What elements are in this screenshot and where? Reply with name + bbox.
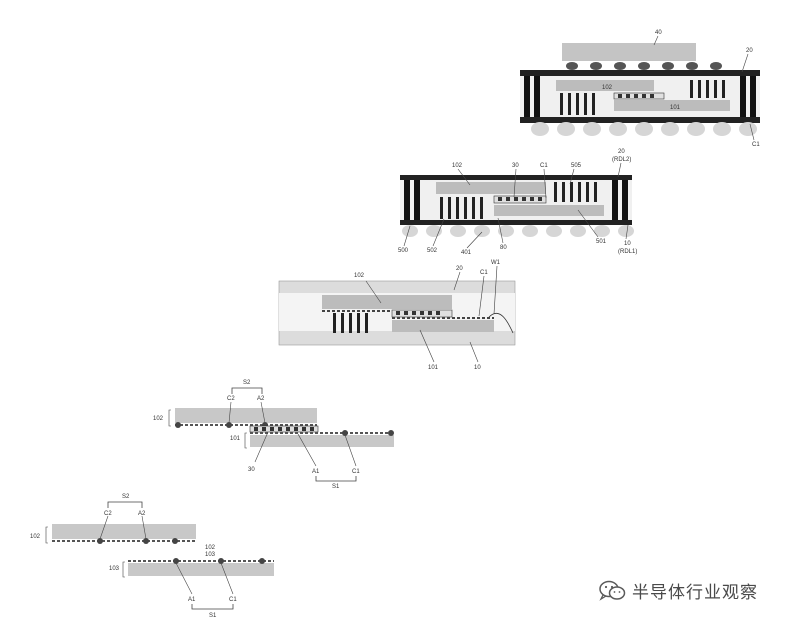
die-101 <box>392 320 494 332</box>
label-401: 401 <box>461 250 472 256</box>
label-s2: S2 <box>122 494 130 500</box>
label-10: 10 <box>624 241 631 247</box>
label-s1: S1 <box>209 613 217 619</box>
label-102-right: 102 <box>205 545 216 551</box>
die-101 <box>494 205 604 216</box>
label-c1: C1 <box>480 270 488 276</box>
label-502: 502 <box>427 248 438 254</box>
wire-w1 <box>488 312 514 334</box>
rdl2-layer <box>400 175 632 180</box>
label-103: 103 <box>109 566 120 572</box>
label-20: 20 <box>746 48 753 54</box>
label-501: 501 <box>596 239 607 245</box>
die-101 <box>128 563 274 576</box>
die-102 <box>556 80 654 91</box>
label-102-inner: 102 <box>602 85 613 91</box>
label-101-inner: 101 <box>670 105 681 111</box>
label-80: 80 <box>500 245 507 251</box>
stage-3-embedded-package: 102 20 C1 W1 101 10 <box>278 260 516 371</box>
stage-4-rdl-package: 102 30 C1 505 20 (RDL2) 500 502 401 80 5… <box>398 149 637 256</box>
rdl1-layer <box>400 220 632 225</box>
label-a2: A2 <box>257 396 265 402</box>
wechat-logo-icon <box>599 580 626 601</box>
stage-2-bonded-dies: S2 C2 A2 102 101 30 A1 C1 S1 <box>153 380 394 490</box>
die-101 <box>614 100 730 111</box>
label-505: 505 <box>571 163 582 169</box>
label-c2: C2 <box>227 396 235 402</box>
label-102: 102 <box>452 163 463 169</box>
label-101: 101 <box>428 365 439 371</box>
label-30: 30 <box>512 163 519 169</box>
die-102 <box>322 295 452 309</box>
label-rdl1: (RDL1) <box>618 249 637 255</box>
label-c1: C1 <box>352 469 360 475</box>
die-102 <box>52 524 196 539</box>
label-20: 20 <box>618 149 625 155</box>
label-101: 101 <box>230 436 241 442</box>
die-102 <box>436 182 546 194</box>
label-w1: W1 <box>491 260 501 266</box>
watermark: 半导体行业观察 <box>598 578 758 603</box>
label-a1: A1 <box>188 597 196 603</box>
top-chip-40 <box>562 43 696 61</box>
label-500: 500 <box>398 248 409 254</box>
label-c2: C2 <box>104 511 112 517</box>
die-102 <box>175 408 317 423</box>
label-c1: C1 <box>540 163 548 169</box>
label-a2: A2 <box>138 511 146 517</box>
label-c1: C1 <box>229 597 237 603</box>
label-s1: S1 <box>332 484 340 490</box>
label-102: 102 <box>153 416 164 422</box>
label-s2: S2 <box>243 380 251 386</box>
label-a1: A1 <box>312 469 320 475</box>
label-103-right: 103 <box>205 552 216 558</box>
label-20: 20 <box>456 266 463 272</box>
die-101 <box>250 435 394 447</box>
label-c1: C1 <box>752 142 760 148</box>
label-30: 30 <box>248 467 255 473</box>
label-rdl2: (RDL2) <box>612 157 631 163</box>
label-102: 102 <box>30 534 41 540</box>
label-40: 40 <box>655 30 662 36</box>
watermark-text: 半导体行业观察 <box>632 583 758 603</box>
stage-5-final-package: 40 20 102 101 C1 <box>520 30 760 148</box>
label-10: 10 <box>474 365 481 371</box>
label-102: 102 <box>354 273 365 279</box>
stage-1-separated-dies: S2 C2 A2 102 103 102 103 A1 C1 S1 <box>30 494 274 619</box>
